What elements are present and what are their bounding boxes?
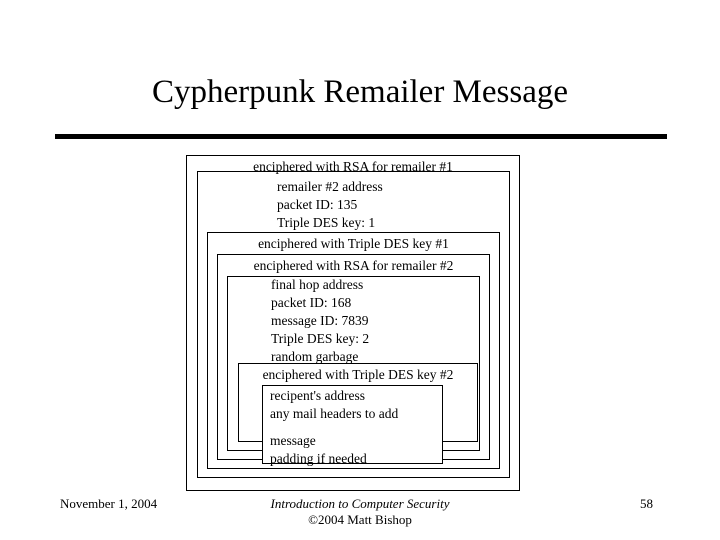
title-divider — [55, 134, 667, 139]
footer-copyright: ©2004 Matt Bishop — [308, 512, 412, 527]
payload-line: Triple DES key: 1 — [277, 215, 376, 230]
layer-header-3des-key-2: enciphered with Triple DES key #2 — [262, 367, 454, 382]
page-title: Cypherpunk Remailer Message — [151, 74, 569, 110]
payload-line: packet ID: 135 — [277, 197, 358, 212]
layer-header-rsa-remailer-2: enciphered with RSA for remailer #2 — [253, 258, 454, 273]
layer-header-3des-key-1: enciphered with Triple DES key #1 — [258, 236, 449, 251]
message-line: recipent's address — [270, 388, 366, 403]
payload-line: random garbage — [271, 349, 359, 364]
layer-content-final-message: recipent's address any mail headers to a… — [270, 387, 398, 468]
footer-course-title: Introduction to Computer Security — [270, 496, 450, 511]
payload-line: remailer #2 address — [277, 179, 383, 194]
message-line-spacer — [270, 423, 398, 432]
layer-content-remailer-1-payload: remailer #2 address packet ID: 135 Tripl… — [277, 178, 383, 232]
footer-date: November 1, 2004 — [60, 496, 158, 511]
layer-content-remailer-2-payload: final hop address packet ID: 168 message… — [271, 276, 369, 366]
message-line: padding if needed — [270, 451, 367, 466]
payload-line: packet ID: 168 — [271, 295, 352, 310]
payload-line: Triple DES key: 2 — [271, 331, 370, 346]
layer-box-final-message — [262, 385, 443, 464]
layer-header-rsa-remailer-1: enciphered with RSA for remailer #1 — [253, 159, 453, 174]
footer-page-number: 58 — [640, 496, 653, 511]
payload-line: message ID: 7839 — [271, 313, 369, 328]
payload-line: final hop address — [271, 277, 364, 292]
message-line: message — [270, 433, 316, 448]
message-line: any mail headers to add — [270, 406, 399, 421]
footer-center: Introduction to Computer Security ©2004 … — [0, 496, 720, 528]
